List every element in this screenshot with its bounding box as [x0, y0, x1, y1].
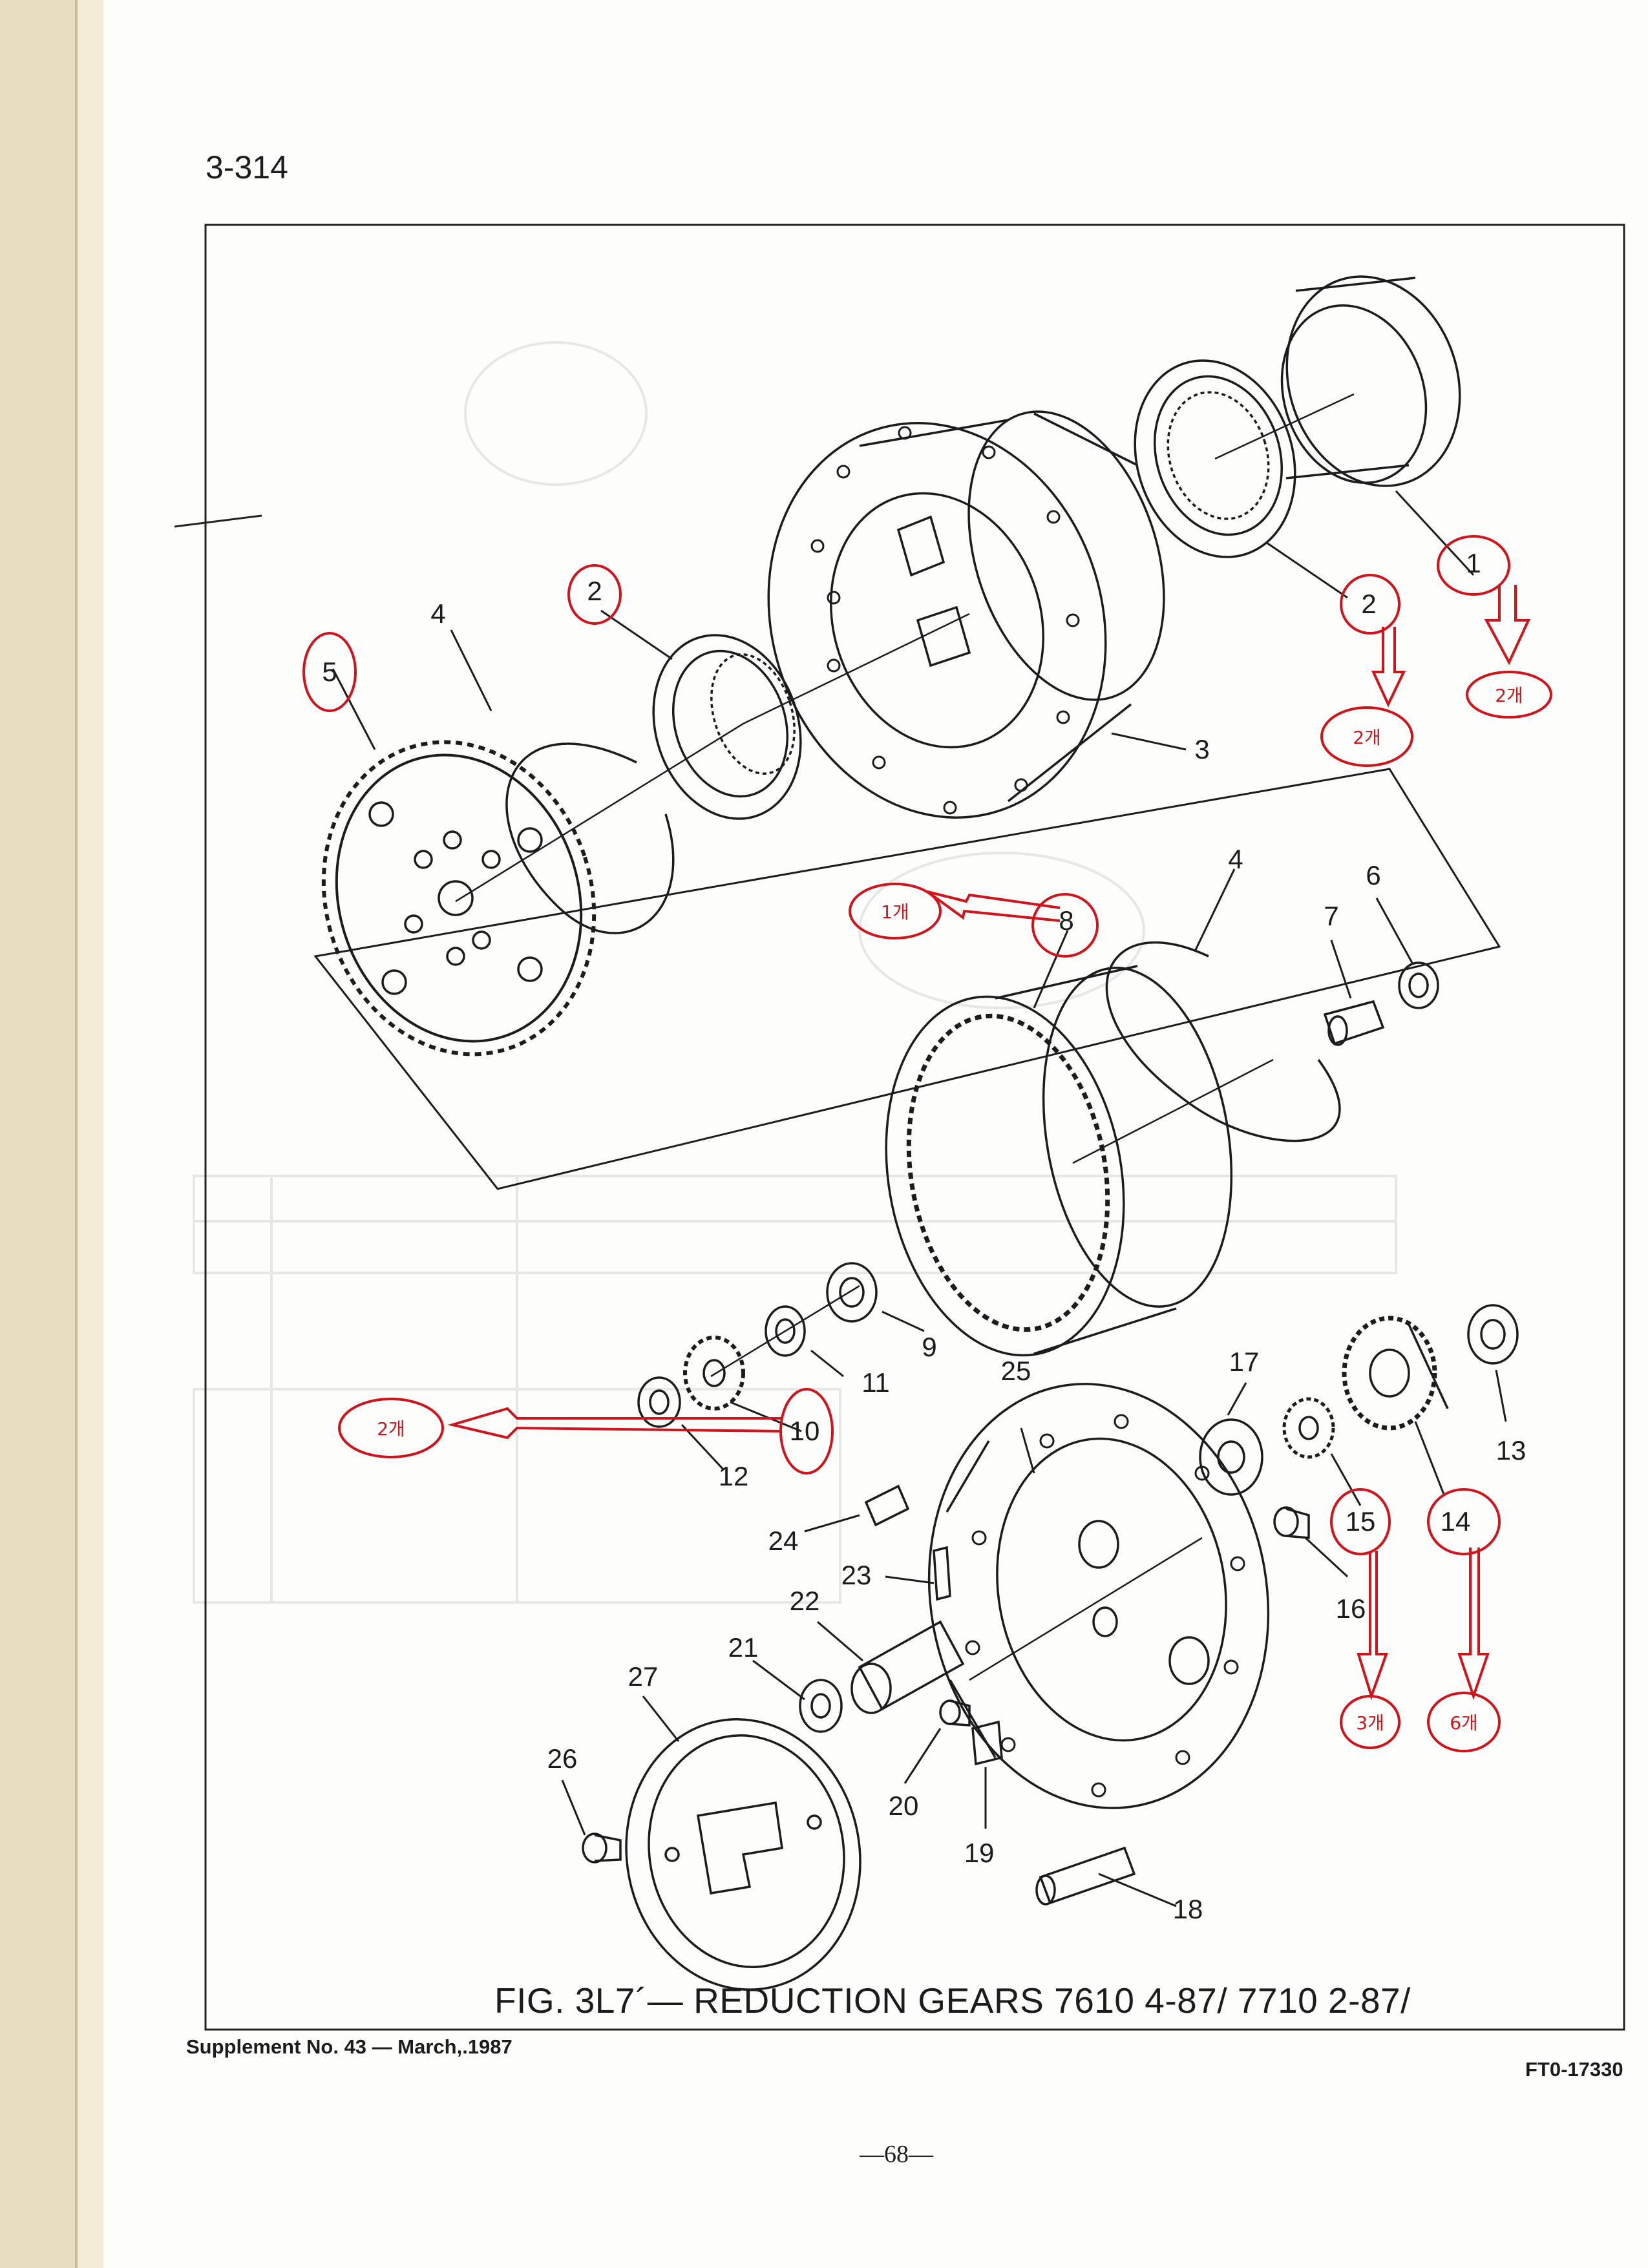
- callout-21: 21: [728, 1632, 759, 1663]
- aged-paper-edge: [0, 0, 78, 2268]
- part-16-bolt: [1273, 1506, 1310, 1539]
- red-annotation-circles: [302, 535, 1552, 1752]
- callout-9: 9: [922, 1332, 937, 1362]
- part-7-bolt: [1323, 1000, 1385, 1046]
- part-2-roller-bearing-right: [1134, 359, 1296, 558]
- figure-code: FT0-17330: [1525, 2058, 1623, 2081]
- callout-19: 19: [964, 1838, 995, 1868]
- supplement-line: Supplement No. 43 — March,.1987: [186, 2035, 512, 2058]
- part-3-hub-housing: [767, 410, 1165, 819]
- part-9-thrust-washer: [826, 1262, 878, 1323]
- quantity-note-part-15: 3개: [1356, 1712, 1384, 1734]
- ghost-print-through: [193, 341, 1397, 1604]
- callout-1: 1: [1466, 548, 1481, 578]
- part-8-ring-gear: [885, 965, 1233, 1357]
- callout-5: 5: [322, 656, 337, 687]
- part-10-planet-gear: [683, 1336, 745, 1411]
- part-22-shaft: [850, 1620, 965, 1714]
- callout-15: 15: [1345, 1506, 1376, 1537]
- part-4-snap-ring-upper: [505, 742, 675, 934]
- page-footer-number: —68—: [860, 2141, 933, 2168]
- part-27-cover-plate: [625, 1718, 861, 1991]
- quantity-note-part-1: 2개: [1495, 685, 1523, 706]
- callout-2-left: 2: [587, 576, 602, 606]
- callout-12: 12: [718, 1461, 749, 1491]
- callout-11: 11: [861, 1367, 890, 1398]
- callout-3: 3: [1194, 734, 1210, 764]
- callout-10: 10: [789, 1416, 820, 1446]
- part-20-screw: [939, 1699, 971, 1727]
- part-1-bearing-cup: [1280, 275, 1461, 487]
- callout-4-lower: 4: [1228, 844, 1243, 874]
- part-4-snap-ring-lower: [1105, 941, 1341, 1142]
- quantity-note-part-10: 2개: [377, 1418, 405, 1440]
- part-25-carrier-housing: [927, 1383, 1270, 1809]
- callout-17: 17: [1229, 1347, 1260, 1377]
- callout-26: 26: [547, 1743, 578, 1774]
- red-annotation-arrows: [447, 585, 1531, 1701]
- part-21-washer: [799, 1679, 843, 1733]
- part-13-thrust-washer: [1467, 1304, 1519, 1365]
- assembly-boundary-line: [313, 768, 1501, 1190]
- part-11-bushing: [765, 1305, 806, 1357]
- part-6-nut: [1398, 961, 1439, 1009]
- quantity-note-part-8: 1개: [881, 901, 909, 923]
- part-26-screw: [582, 1832, 622, 1864]
- part-14-compound-gear: [1342, 1316, 1449, 1431]
- callout-6: 6: [1366, 860, 1381, 890]
- callout-18: 18: [1172, 1894, 1203, 1924]
- quantity-note-part-14: 6개: [1450, 1712, 1478, 1734]
- part-12-washer: [637, 1376, 681, 1428]
- callout-16: 16: [1335, 1593, 1366, 1624]
- part-5-carrier-gear: [321, 740, 597, 1056]
- callout-24: 24: [768, 1526, 799, 1556]
- callout-20: 20: [888, 1790, 919, 1821]
- callout-25: 25: [1000, 1356, 1031, 1386]
- callout-22: 22: [789, 1586, 820, 1616]
- part-15-pinion: [1282, 1397, 1335, 1459]
- part-19-plug: [971, 1720, 1003, 1766]
- callout-14: 14: [1440, 1506, 1471, 1537]
- figure-frame: [204, 224, 1625, 2031]
- callout-27: 27: [628, 1661, 659, 1692]
- part-2-roller-bearing-left: [652, 634, 802, 820]
- callout-23: 23: [841, 1560, 872, 1590]
- quantity-note-part-2: 2개: [1353, 727, 1381, 748]
- callout-8: 8: [1059, 905, 1074, 936]
- part-24-dowel-pin: [864, 1484, 910, 1527]
- page-number-top: 3-314: [206, 149, 288, 185]
- callout-7: 7: [1324, 901, 1339, 931]
- part-23-roll-pin: [933, 1546, 951, 1601]
- callout-4-upper: 4: [430, 598, 446, 629]
- callout-leader-lines: [332, 490, 1507, 1907]
- callout-2-right: 2: [1361, 589, 1377, 619]
- callout-13: 13: [1495, 1435, 1527, 1465]
- figure-caption: FIG. 3L7´— REDUCTION GEARS 7610 4-87/ 77…: [494, 1980, 1411, 2021]
- part-18-stud: [1035, 1846, 1136, 1906]
